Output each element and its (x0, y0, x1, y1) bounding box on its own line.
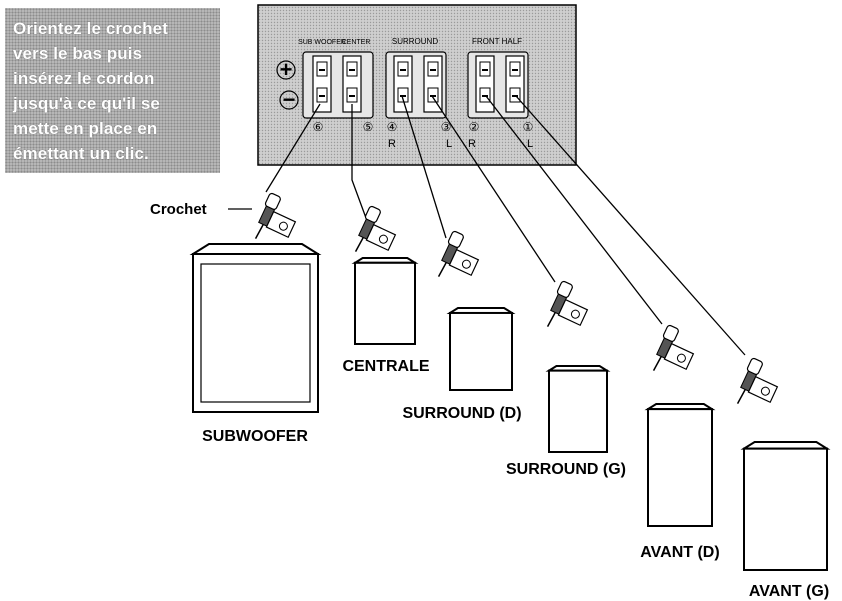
channel-side-label: R (388, 138, 396, 150)
speaker-surround-left (545, 365, 611, 454)
plug-tag-mark (461, 259, 471, 269)
connector-plug-icon (546, 280, 589, 327)
speaker-front-left (740, 441, 831, 572)
connector-plugs (254, 192, 779, 404)
channel-number: ④ (387, 120, 398, 134)
speaker-wire (431, 95, 556, 283)
instruction-line: mette en place en (13, 119, 158, 138)
speaker-label-front-right: AVANT (D) (640, 544, 719, 561)
plug-lead (736, 389, 746, 404)
speaker-label-surround-left: SURROUND (G) (506, 461, 626, 478)
plug-tag (448, 248, 480, 277)
polarity-minus: − (283, 87, 296, 112)
plug-tag (663, 342, 695, 371)
plug-tag (557, 298, 589, 327)
plug-lead (652, 356, 662, 371)
plug-tag (365, 223, 397, 252)
channel-side-label: L (446, 138, 452, 150)
speaker-front (354, 261, 416, 345)
plug-tag-mark (760, 386, 770, 396)
group-label-surround: SURROUND (392, 37, 438, 46)
plug-tag-mark (378, 234, 388, 244)
speaker-label-front-left: AVANT (G) (749, 583, 829, 600)
speaker-front (449, 311, 513, 391)
polarity-plus: + (280, 57, 293, 82)
channel-number: ① (523, 120, 534, 134)
connector-plug-icon (736, 357, 779, 404)
plug-lead (437, 262, 447, 277)
plug-lead (546, 312, 556, 327)
speaker-label-center: CENTRALE (342, 358, 429, 375)
plug-tag (747, 375, 779, 404)
speaker-wire (265, 103, 321, 193)
speaker-front (192, 253, 319, 413)
instruction-line: insérez le cordon (13, 69, 155, 88)
speaker-front (743, 447, 828, 572)
speaker-wire (401, 95, 447, 239)
speaker-label-subwoofer: SUBWOOFER (202, 428, 308, 445)
speaker-subwoofer (189, 243, 322, 413)
channel-number: ⑥ (313, 120, 324, 134)
plug-tag-mark (570, 309, 580, 319)
subwoofer-grille (200, 263, 311, 403)
channel-number: ② (469, 120, 480, 134)
connector-plug-icon (652, 324, 695, 371)
connector-plug-icon (437, 230, 480, 277)
speaker-center (351, 257, 419, 345)
speaker-front-right (644, 403, 716, 527)
speaker-wire (515, 95, 746, 356)
speaker-label-surround-right: SURROUND (D) (402, 405, 521, 422)
speaker-wires (265, 95, 746, 356)
speaker-wire (351, 104, 367, 219)
instruction-line: émettant un clic. (13, 144, 149, 163)
group-label-subwoofer: SUB WOOFER (298, 39, 346, 46)
plug-tag-mark (278, 221, 288, 231)
plug-lead (354, 237, 364, 252)
speaker-boxes (189, 243, 831, 572)
hook-label: Crochet (150, 201, 207, 218)
plug-lead (254, 224, 264, 239)
speaker-surround-right (446, 307, 516, 391)
instruction-line: Orientez le crochet (13, 19, 168, 38)
speaker-wire (485, 95, 663, 325)
speaker-top (189, 243, 322, 255)
connector-plug-icon (254, 192, 297, 239)
channel-number: ③ (441, 120, 452, 134)
speaker-terminal-panel: + − SUB WOOFER CENTER SURROUND FRONT HAL… (257, 4, 577, 166)
instruction-line: jusqu'à ce qu'il se (13, 94, 160, 113)
channel-number: ⑤ (363, 120, 374, 134)
group-label-front: FRONT HALF (472, 37, 522, 46)
speaker-front (548, 369, 608, 454)
connector-plug-icon (354, 205, 397, 252)
group-label-center: CENTER (342, 39, 371, 46)
channel-side-label: R (468, 138, 476, 150)
speaker-front (647, 408, 713, 527)
plug-tag-mark (676, 353, 686, 363)
instruction-line: vers le bas puis (13, 44, 143, 63)
instruction-note: Orientez le crochet vers le bas puis ins… (5, 8, 220, 173)
channel-side-label: L (527, 138, 533, 150)
plug-tag (265, 210, 297, 239)
